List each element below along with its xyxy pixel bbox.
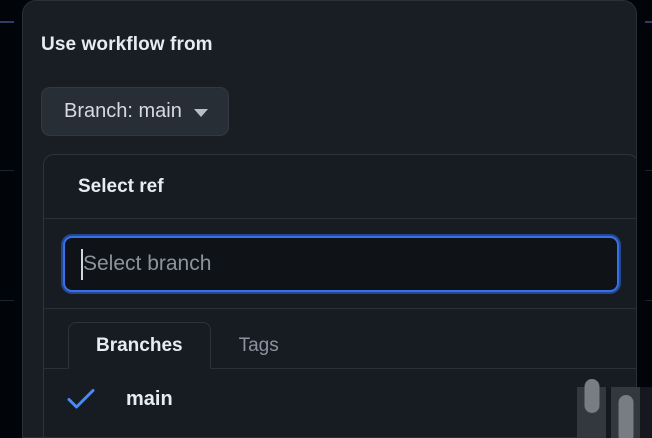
background-rule-left — [0, 21, 14, 23]
background-rule-left-mid — [0, 170, 14, 171]
scrollbar-vertical-outer[interactable] — [577, 379, 606, 438]
tab-tags-label: Tags — [238, 334, 279, 356]
list-item[interactable]: main — [44, 377, 636, 421]
branch-selector-label: Branch: main — [64, 100, 182, 122]
background-rule-left-lower — [0, 300, 14, 301]
background-rule-right-mid — [645, 170, 652, 171]
select-ref-search-area — [44, 219, 636, 309]
branch-list: main — [44, 369, 636, 421]
background-rule-right-lower — [645, 300, 652, 301]
list-item-label: main — [126, 387, 173, 410]
tab-branches-label: Branches — [96, 334, 183, 356]
check-icon — [64, 387, 104, 411]
search-input[interactable] — [61, 233, 621, 294]
scrollbar-group — [577, 379, 652, 438]
scrollbar-edge-gap — [640, 387, 652, 438]
page-title: Use workflow from — [41, 34, 213, 55]
run-workflow-dialog: Use workflow from Branch: main Select re… — [22, 0, 637, 438]
text-caret — [81, 248, 83, 280]
search-input-wrapper — [61, 233, 621, 294]
tab-branches[interactable]: Branches — [68, 322, 211, 369]
select-ref-panel: Select ref Branches Tags — [43, 154, 636, 437]
tab-tags[interactable]: Tags — [211, 322, 307, 369]
scrollbar-vertical-inner[interactable] — [611, 387, 640, 438]
scrollbar-divider — [606, 387, 611, 438]
branch-selector-button[interactable]: Branch: main — [41, 87, 229, 136]
select-ref-title: Select ref — [78, 175, 164, 197]
background-rule-right — [645, 21, 652, 23]
ref-type-tabs: Branches Tags — [44, 309, 636, 369]
scrollbar-vertical-outer-thumb[interactable] — [584, 379, 599, 413]
chevron-down-icon — [193, 108, 208, 117]
select-ref-header: Select ref — [44, 155, 636, 219]
scrollbar-vertical-inner-thumb[interactable] — [618, 395, 633, 438]
